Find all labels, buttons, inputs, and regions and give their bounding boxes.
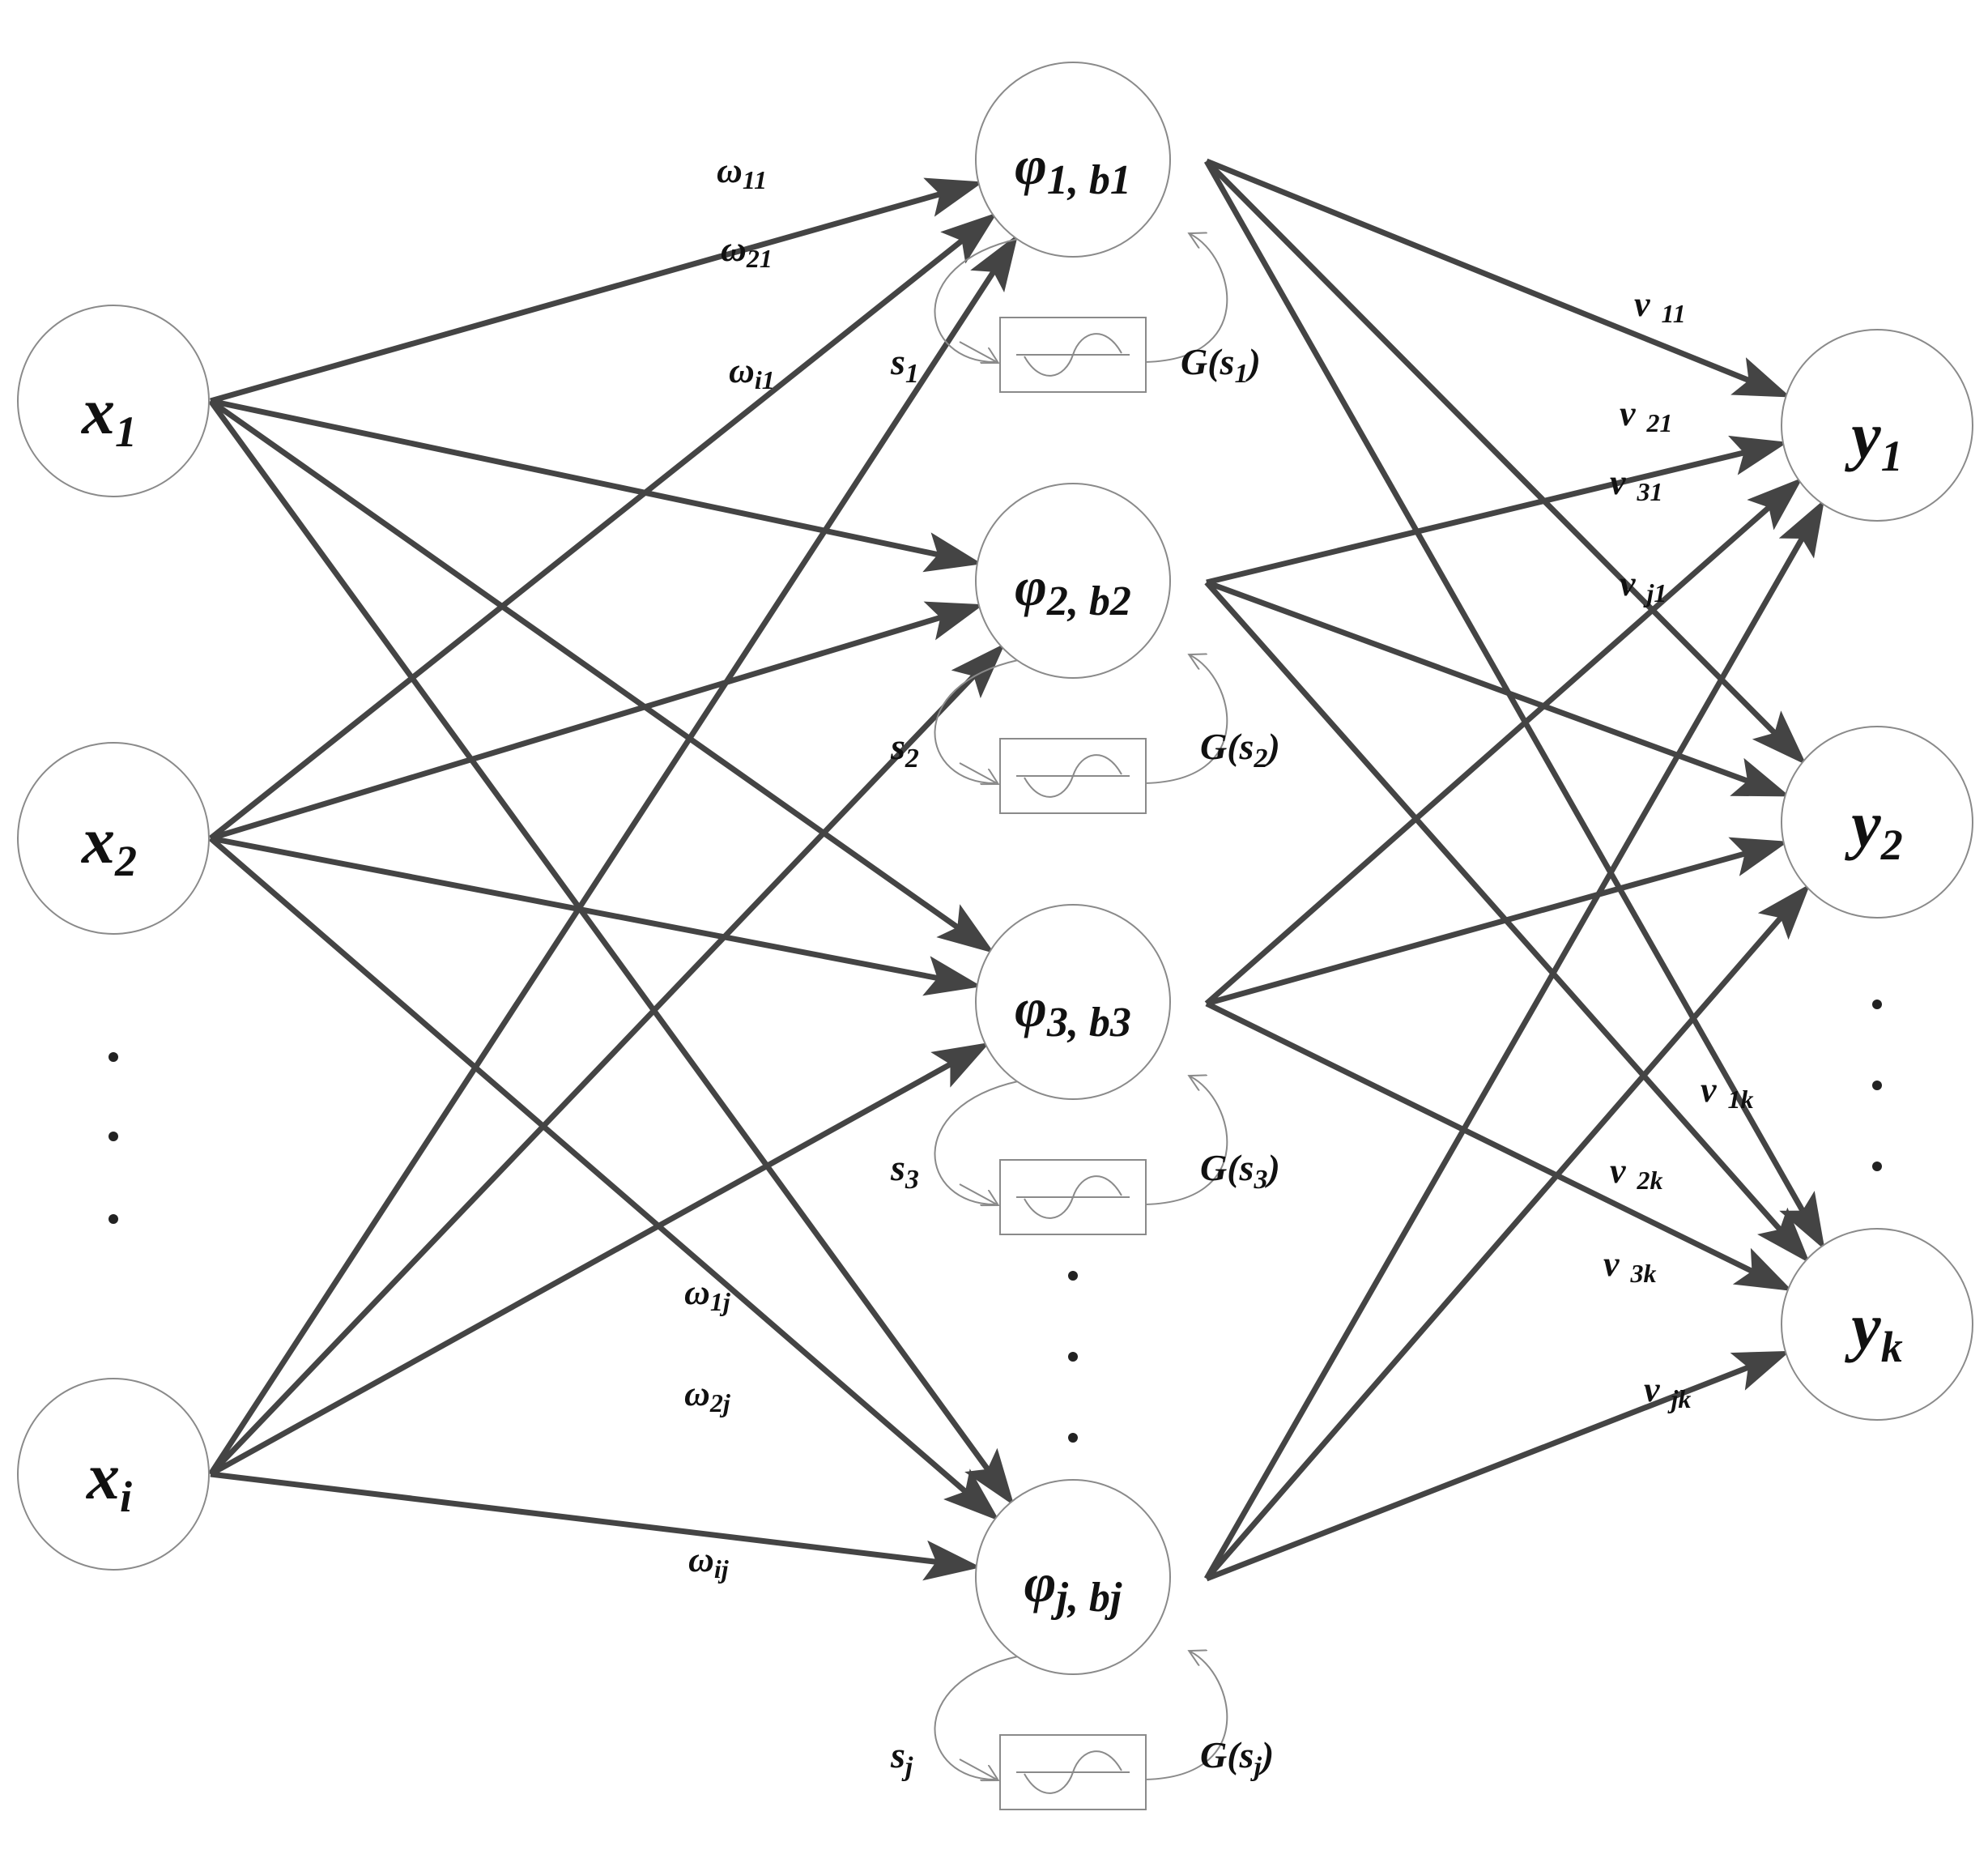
edge-hidden-2-to-output-2: [1205, 579, 1790, 797]
hidden-label-1: φ1, b1: [1015, 134, 1131, 203]
g-label-2: G(s2): [1200, 726, 1280, 774]
hidden-node-1: [975, 62, 1171, 258]
s-label-3: s3: [890, 1147, 919, 1195]
edge-input-2-to-hidden-3: [210, 835, 982, 996]
output-node-2: [1781, 726, 1973, 919]
edge-input-3-to-hidden-1: [208, 233, 1019, 1476]
output-ellipsis: [1872, 1000, 1882, 1171]
edge-hidden-3-to-output-1: [1204, 477, 1803, 1006]
hidden-node-2: [975, 483, 1171, 679]
edge-input-1-to-hidden-1: [210, 177, 984, 404]
input-label-x2: x2: [81, 804, 137, 885]
input-node-3: [17, 1378, 210, 1571]
sigmoid-curve-icon: [1024, 333, 1122, 377]
s-label-1: s1: [890, 341, 919, 389]
network-nodes: [17, 62, 1973, 1675]
edge-input-1-to-hidden-2: [210, 398, 982, 573]
loop-entry-arrow-1: [959, 341, 997, 362]
g-label-j: G(sj): [1200, 1734, 1274, 1782]
recurrent-loops: [934, 234, 1228, 1810]
connection-edges: [208, 158, 1825, 1582]
hidden-label-j: φj, bj: [1024, 1552, 1122, 1621]
output-node-1: [1781, 329, 1973, 522]
loop-entry-arrow-3: [959, 1183, 997, 1204]
recurrent-loop-4: [934, 1652, 1228, 1780]
sigmoid-curve-icon: [1024, 1175, 1122, 1219]
weight-label-w1j: ω1j: [684, 1272, 730, 1316]
g-label-3: G(s3): [1200, 1147, 1280, 1195]
weight-label-w21: ω21: [721, 229, 773, 273]
sigmoid-activation-box-1: [999, 317, 1147, 393]
output-node-3: [1781, 1228, 1973, 1421]
loop-entry-arrow-4: [959, 1758, 997, 1780]
hidden-node-4: [975, 1479, 1171, 1675]
sigmoid-activation-box-3: [999, 1159, 1147, 1235]
sigmoid-activation-box-2: [999, 738, 1147, 814]
recurrent-loop-1: [934, 234, 1228, 363]
hidden-label-3: φ3, b3: [1015, 977, 1131, 1046]
edge-hidden-2-to-output-1: [1206, 435, 1788, 586]
edge-input-1-to-hidden-4: [208, 399, 1015, 1507]
loop-entry-arrow-2: [959, 762, 997, 783]
recurrent-loop-2: [934, 655, 1228, 784]
weight-label-w2j: ω2j: [684, 1374, 730, 1417]
edge-input-3-to-hidden-3: [209, 1042, 990, 1477]
g-label-1: G(s1): [1181, 341, 1261, 389]
edge-hidden-1-to-output-1: [1205, 158, 1791, 398]
s-label-j: sj: [890, 1734, 913, 1782]
input-label-xi: xi: [86, 1439, 132, 1521]
edge-input-2-to-hidden-2: [209, 601, 984, 842]
edge-hidden-1-to-output-3: [1203, 160, 1825, 1251]
edge-input-2-to-hidden-4: [208, 836, 1000, 1521]
hidden-label-2: φ2, b2: [1015, 556, 1131, 624]
edge-hidden-3-to-output-3: [1205, 1000, 1793, 1292]
hidden-ellipsis: [1068, 1271, 1078, 1443]
input-node-2: [17, 742, 210, 935]
sigmoid-activation-box-4: [999, 1734, 1147, 1810]
edge-input-3-to-hidden-4: [210, 1471, 981, 1581]
hidden-node-3: [975, 904, 1171, 1100]
edge-hidden-4-to-output-3: [1205, 1350, 1790, 1582]
sigmoid-curve-icon: [1024, 1750, 1122, 1794]
edge-hidden-1-to-output-2: [1204, 159, 1807, 765]
sigmoid-curve-icon: [1024, 754, 1122, 798]
recurrent-loop-3: [934, 1076, 1228, 1205]
weight-label-wi1: ωi1: [729, 351, 775, 394]
edge-input-2-to-hidden-1: [208, 212, 998, 841]
edge-hidden-3-to-output-2: [1206, 837, 1789, 1007]
edge-input-1-to-hidden-3: [208, 399, 995, 953]
edge-input-3-to-hidden-2: [208, 643, 1006, 1477]
input-label-x1: x1: [81, 374, 137, 456]
weight-label-wij: ωij: [688, 1540, 729, 1584]
input-ellipsis: [109, 1052, 118, 1224]
input-node-1: [17, 305, 210, 497]
edge-hidden-4-to-output-1: [1203, 499, 1825, 1580]
edge-hidden-4-to-output-2: [1204, 883, 1811, 1581]
s-label-2: s2: [890, 726, 919, 774]
weight-label-w11: ω11: [717, 151, 767, 194]
